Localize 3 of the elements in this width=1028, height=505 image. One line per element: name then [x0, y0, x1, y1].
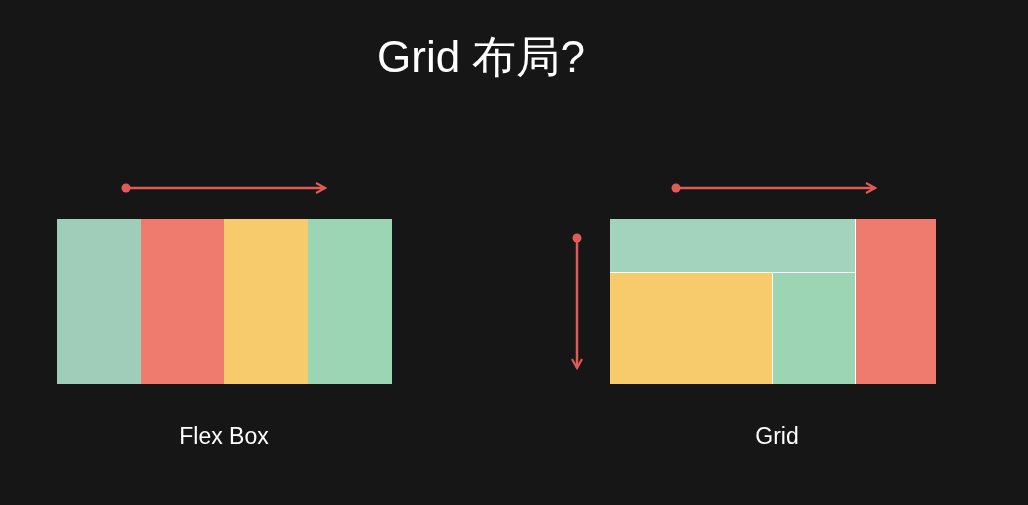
- caption: Grid: [754, 423, 800, 450]
- caption: Flex Box: [178, 423, 270, 450]
- title: Grid 布局?: [376, 31, 586, 83]
